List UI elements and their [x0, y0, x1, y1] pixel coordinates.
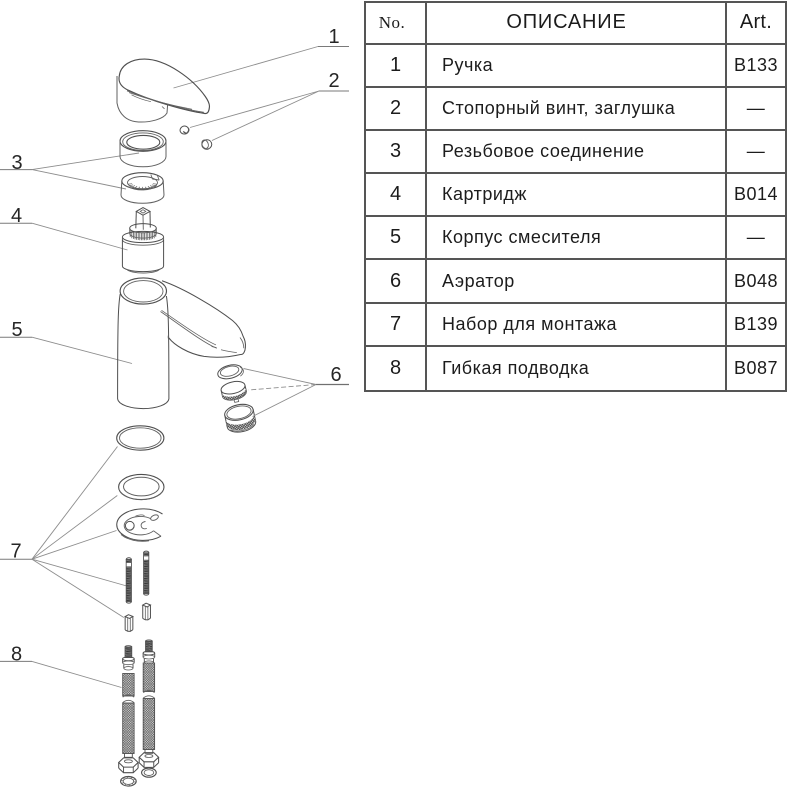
svg-text:6: 6 [330, 364, 341, 386]
svg-text:3: 3 [11, 152, 22, 174]
svg-text:7: 7 [10, 541, 21, 563]
svg-text:2: 2 [328, 70, 339, 92]
svg-text:8: 8 [11, 644, 22, 666]
svg-text:5: 5 [11, 319, 22, 341]
svg-text:1: 1 [328, 26, 339, 48]
svg-text:4: 4 [11, 205, 22, 227]
